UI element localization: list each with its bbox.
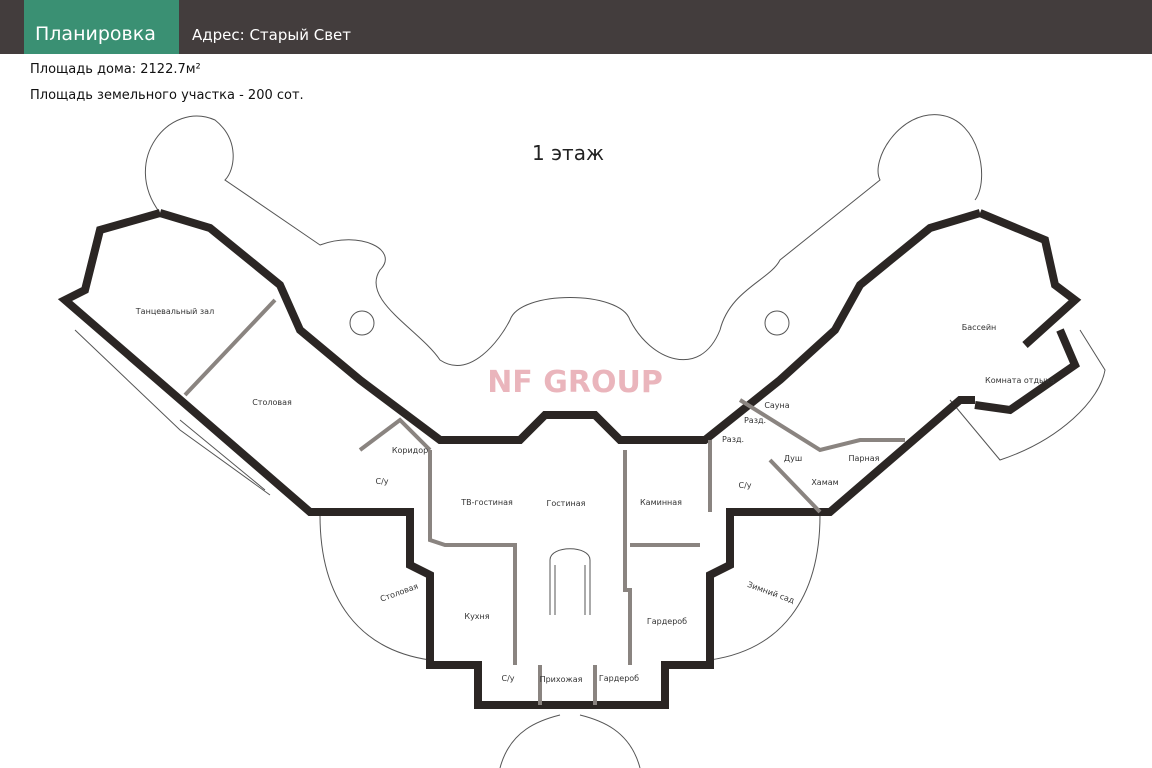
terrace-outlines bbox=[74, 114, 1106, 768]
room-tv-lounge: ТВ-гостиная bbox=[460, 498, 513, 507]
room-wc-bottom: С/у bbox=[501, 674, 514, 683]
room-pool: Бассейн bbox=[962, 323, 997, 332]
room-kitchen: Кухня bbox=[464, 612, 489, 621]
floor-title: 1 этаж bbox=[532, 141, 604, 165]
room-living: Гостиная bbox=[547, 499, 586, 508]
interior-walls bbox=[183, 298, 905, 705]
room-winter-garden: Зимний сад bbox=[746, 580, 796, 606]
room-rest: Комната отдыха bbox=[985, 376, 1055, 385]
tab-layout[interactable]: Планировка bbox=[24, 0, 179, 54]
address: Адрес: Старый Свет bbox=[192, 26, 352, 44]
room-wardrobe-bottom: Гардероб bbox=[599, 674, 639, 683]
room-dance-hall: Танцевальный зал bbox=[135, 307, 214, 316]
room-shower: Душ bbox=[784, 454, 802, 463]
room-steam: Парная bbox=[849, 454, 880, 463]
room-changing-1: Разд. bbox=[744, 416, 766, 425]
stairs bbox=[549, 548, 591, 615]
header-bar bbox=[0, 0, 1152, 54]
exterior-walls bbox=[57, 209, 1082, 709]
room-wc-right: С/у bbox=[738, 481, 751, 490]
room-hall: Прихожая bbox=[540, 675, 583, 684]
room-wc-left: С/у bbox=[375, 477, 388, 486]
room-corridor: Коридор bbox=[392, 446, 428, 455]
room-dining-lower: Столовая bbox=[379, 582, 419, 604]
plot-area: Площадь земельного участка - 200 сот. bbox=[30, 88, 304, 103]
house-area: Площадь дома: 2122.7м² bbox=[30, 62, 201, 77]
room-wardrobe-right: Гардероб bbox=[647, 617, 687, 626]
room-sauna: Сауна bbox=[764, 401, 789, 410]
watermark: NF GROUP bbox=[487, 365, 663, 400]
room-dining: Столовая bbox=[252, 398, 292, 407]
room-changing-2: Разд. bbox=[722, 435, 744, 444]
room-hammam: Хамам bbox=[811, 478, 838, 487]
room-fireplace: Каминная bbox=[640, 498, 682, 507]
